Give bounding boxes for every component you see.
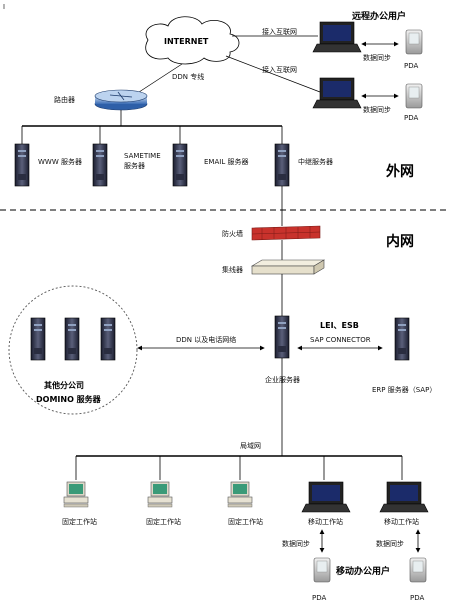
- lan-label: 局域网: [240, 441, 261, 450]
- pda-icon-2: [405, 83, 423, 109]
- sametime-label-1: SAMETIME: [124, 152, 161, 160]
- router-label: 路由器: [54, 95, 75, 104]
- switch-icon: [250, 259, 326, 275]
- workstation-label-3: 固定工作站: [228, 517, 263, 526]
- relay-server-label: 中继服务器: [298, 157, 333, 166]
- outer-network-label: 外网: [386, 163, 414, 180]
- pda-label-1: PDA: [404, 62, 418, 70]
- sap-connector-label: SAP CONNECTOR: [310, 336, 371, 344]
- pda-icon-3: [313, 557, 331, 583]
- branch-server-icon-1: [30, 317, 46, 361]
- enterprise-server-icon: [274, 315, 290, 359]
- branch-server-icon-2: [64, 317, 80, 361]
- firewall-label: 防火墙: [222, 229, 243, 238]
- sametime-label-2: 服务器: [124, 161, 145, 170]
- sync-label-3: 数据同步: [282, 539, 310, 548]
- workstation-icon-2: [147, 481, 173, 508]
- enterprise-server-label: 企业服务器: [265, 375, 300, 384]
- sync-label-4: 数据同步: [376, 539, 404, 548]
- lei-esb-label: LEI、ESB: [320, 321, 359, 330]
- sametime-server-icon: [92, 143, 108, 187]
- ddn-network-label: DDN 以及电话网络: [176, 335, 236, 344]
- email-server-icon: [172, 143, 188, 187]
- www-server-icon: [14, 143, 30, 187]
- firewall-icon: [251, 225, 321, 241]
- erp-server-label: ERP 服务器（SAP）: [372, 385, 436, 394]
- mobile-laptop-icon-1: [301, 481, 351, 513]
- mobile-workstation-label-2: 移动工作站: [384, 517, 419, 526]
- email-server-label: EMAIL 服务器: [204, 157, 248, 166]
- switch-label: 集线器: [222, 265, 243, 274]
- workstation-label-2: 固定工作站: [146, 517, 181, 526]
- mobile-workstation-label-1: 移动工作站: [308, 517, 343, 526]
- mobile-users-label: 移动办公用户: [336, 565, 390, 577]
- access-internet-label-2: 接入互联网: [262, 65, 297, 74]
- workstation-label-1: 固定工作站: [62, 517, 97, 526]
- pda-label-3: PDA: [312, 594, 326, 602]
- pda-icon-4: [409, 557, 427, 583]
- inner-network-label: 内网: [386, 233, 414, 250]
- router-icon: [94, 89, 148, 111]
- internet-cloud: [145, 16, 240, 65]
- mobile-laptop-icon-2: [379, 481, 429, 513]
- branch-label-2: DOMINO 服务器: [36, 394, 102, 404]
- remote-users-label: 远程办公用户: [352, 10, 406, 22]
- remote-laptop-icon-2: [312, 77, 362, 109]
- access-internet-label-1: 接入互联网: [262, 27, 297, 36]
- erp-server-icon: [394, 317, 410, 361]
- ddn-label: DDN 专线: [172, 72, 204, 81]
- branch-label-1: 其他分公司: [44, 380, 84, 390]
- pda-icon-1: [405, 29, 423, 55]
- sync-label-1: 数据同步: [363, 53, 391, 62]
- internet-label: INTERNET: [164, 37, 209, 46]
- workstation-icon-1: [63, 481, 89, 508]
- branch-office-group: [8, 285, 138, 415]
- pda-label-4: PDA: [410, 594, 424, 602]
- remote-laptop-icon-1: [312, 21, 362, 53]
- relay-server-icon: [274, 143, 290, 187]
- www-server-label: WWW 服务器: [38, 157, 82, 166]
- branch-server-icon-3: [100, 317, 116, 361]
- sync-label-2: 数据同步: [363, 105, 391, 114]
- workstation-icon-3: [227, 481, 253, 508]
- pda-label-2: PDA: [404, 114, 418, 122]
